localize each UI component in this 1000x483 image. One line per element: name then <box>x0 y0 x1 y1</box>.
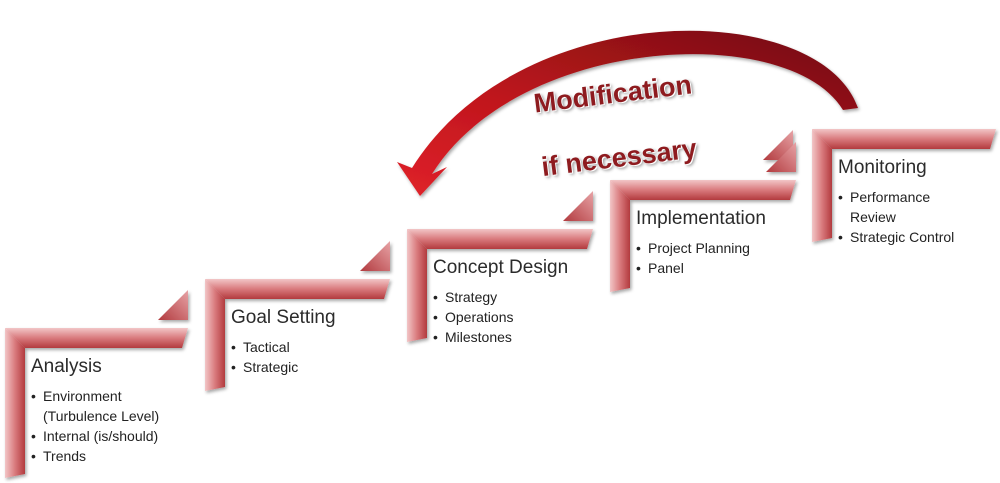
list-item: Milestones <box>433 327 633 347</box>
step-concept-design: Concept Design Strategy Operations Miles… <box>433 257 633 347</box>
step-arrow-tip <box>766 142 796 172</box>
list-item: Project Planning <box>636 238 836 258</box>
step-side-bar <box>205 279 225 391</box>
curved-arrow-body <box>397 30 858 196</box>
step-shape <box>407 229 593 342</box>
step-side-bar <box>5 328 25 478</box>
list-item: Panel <box>636 258 836 278</box>
step-top-bar <box>812 129 996 149</box>
step-shape <box>5 328 188 478</box>
step-items: Strategy Operations Milestones <box>433 287 633 347</box>
modification-note: Modification if necessary <box>528 37 705 215</box>
step-monitoring: Monitoring Performance Review Strategic … <box>838 157 1000 247</box>
list-item: Strategy <box>433 287 633 307</box>
step-shape <box>812 129 996 242</box>
step-title: Analysis <box>31 356 102 377</box>
step-items: Environment (Turbulence Level) Internal … <box>31 386 231 466</box>
step-top-bar <box>407 229 593 249</box>
step-shape <box>610 180 796 292</box>
step-side-bar <box>812 129 832 242</box>
step-items: Tactical Strategic <box>231 337 431 377</box>
step-title: Concept Design <box>433 257 569 278</box>
list-item: Internal (is/should) <box>31 426 231 446</box>
note-line-2: if necessary <box>539 133 699 183</box>
list-item: Performance Review <box>838 187 1000 227</box>
step-top-bar <box>5 328 188 348</box>
modification-arrow <box>397 30 858 196</box>
list-item: Strategic Control <box>838 227 1000 247</box>
step-shape <box>205 279 390 391</box>
step-analysis: Analysis Environment (Turbulence Level) … <box>31 356 231 466</box>
step-side-bar <box>407 229 427 342</box>
step-arrow-tip <box>158 290 188 320</box>
step-items: Performance Review Strategic Control <box>838 187 1000 247</box>
step-goal-setting: Goal Setting Tactical Strategic <box>231 307 431 377</box>
step-title: Goal Setting <box>231 307 336 328</box>
step-top-bar <box>610 180 796 200</box>
step-arrow-tip <box>360 241 390 271</box>
step-title: Monitoring <box>838 157 927 178</box>
step-top-bar <box>205 279 390 299</box>
step-side-bar <box>610 180 630 292</box>
list-item: Operations <box>433 307 633 327</box>
list-item: Tactical <box>231 337 431 357</box>
step-implementation: Implementation Project Planning Panel <box>636 208 836 278</box>
step-arrow-tip <box>563 191 593 221</box>
list-item: Environment (Turbulence Level) <box>31 386 231 426</box>
list-item: Trends <box>31 446 231 466</box>
step-title: Implementation <box>636 208 766 229</box>
step-items: Project Planning Panel <box>636 238 836 278</box>
list-item: Strategic <box>231 357 431 377</box>
note-line-1: Modification <box>532 69 694 119</box>
